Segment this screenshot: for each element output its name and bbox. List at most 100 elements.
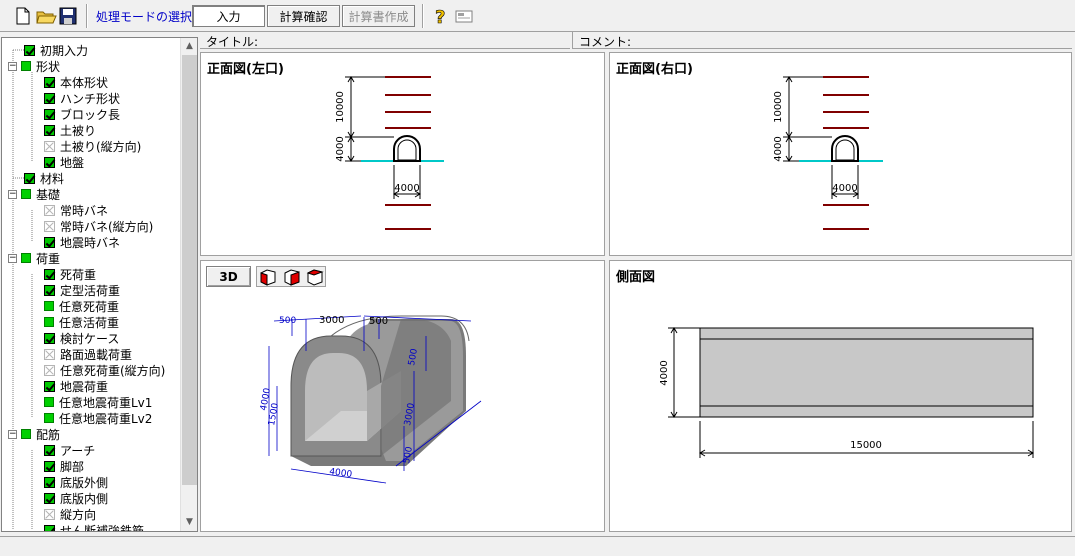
tree-item-label: 縦方向 <box>60 507 97 522</box>
view3d-drawing: 500 3000 500 500 3000 4000 1500 500 4000 <box>259 315 482 484</box>
tree-item-label: 地震時バネ <box>60 235 121 250</box>
tree-item[interactable]: 常時バネ(縦方向) <box>44 218 153 234</box>
dim-3d-7: 500 <box>402 446 415 465</box>
open-folder-icon[interactable] <box>35 5 57 27</box>
collapse-icon[interactable]: − <box>8 252 17 263</box>
checked-icon <box>24 172 35 184</box>
checked-icon <box>44 492 55 504</box>
side-title: 側面図 <box>616 270 656 285</box>
tree-item-label: ハンチ形状 <box>60 91 121 106</box>
tree-item[interactable]: 初期入力 <box>24 42 88 58</box>
tree-item-label: アーチ <box>60 443 96 458</box>
checked-icon <box>44 332 55 344</box>
checked-icon <box>44 380 55 392</box>
tree-item[interactable]: 本体形状 <box>44 74 108 90</box>
help-icon[interactable]: ? <box>430 5 452 29</box>
tree-item-label: 土被り <box>60 123 97 138</box>
tree-item-label: 地盤 <box>60 155 85 170</box>
checked-icon <box>44 92 55 104</box>
disabled-check-icon <box>44 348 55 360</box>
tree-item[interactable]: 底版外側 <box>44 474 108 490</box>
save-icon[interactable] <box>57 5 79 27</box>
tree-item[interactable]: − 基礎 <box>8 186 60 202</box>
tree-item-label: 常時バネ(縦方向) <box>60 219 154 234</box>
scroll-thumb[interactable] <box>182 55 197 485</box>
view-cube-group <box>256 266 326 287</box>
tree-item[interactable]: ハンチ形状 <box>44 90 120 106</box>
separator <box>86 4 88 28</box>
front-right-drawing: 10000 4000 4000 <box>773 76 883 230</box>
scroll-down-icon[interactable]: ▼ <box>186 517 193 527</box>
disabled-check-icon <box>44 364 55 376</box>
tree-item-label: 任意死荷重(縦方向) <box>60 363 166 378</box>
dim-width-body: 4000 <box>832 183 857 194</box>
tree-item[interactable]: 常時バネ <box>44 202 108 218</box>
title-field[interactable]: タイトル: <box>200 31 570 49</box>
title-label: タイトル: <box>206 35 259 49</box>
dim-3d-4: 3000 <box>403 402 417 427</box>
checked-icon <box>44 236 55 248</box>
tree-item[interactable]: 任意死荷重(縦方向) <box>44 362 165 378</box>
view3d-button[interactable]: 3D <box>206 266 251 287</box>
status-square-icon <box>44 413 54 423</box>
tree-item-label: 検討ケース <box>60 331 120 346</box>
front-right-panel: 正面図(右口) 10000 4000 4000 <box>609 52 1072 256</box>
tree-item-label: 基礎 <box>36 187 61 202</box>
tree-item-label: 本体形状 <box>60 75 109 90</box>
tree-item-label: 荷重 <box>36 251 61 266</box>
tree-item[interactable]: 死荷重 <box>44 266 96 282</box>
tree-item[interactable]: 縦方向 <box>44 506 96 522</box>
disabled-check-icon <box>44 220 55 232</box>
tree-scrollbar[interactable]: ▲ ▼ <box>180 38 197 531</box>
mode-calc-check-button[interactable]: 計算確認 <box>267 5 340 27</box>
dim-height-body: 4000 <box>773 136 784 161</box>
tree-item[interactable]: アーチ <box>44 442 95 458</box>
tree-item[interactable]: − 配筋 <box>8 426 60 442</box>
dim-3d-6: 1500 <box>267 402 281 427</box>
tree-item-label: 底版外側 <box>60 475 109 490</box>
tree-item[interactable]: − 形状 <box>8 58 60 74</box>
tree-item[interactable]: 路面過載荷重 <box>44 346 132 362</box>
tree-item[interactable]: 地盤 <box>44 154 84 170</box>
tree-item[interactable]: 地震荷重 <box>44 378 108 394</box>
new-file-icon[interactable] <box>12 5 34 27</box>
tree-item[interactable]: 底版内側 <box>44 490 108 506</box>
status-square-icon <box>44 397 54 407</box>
scroll-up-icon[interactable]: ▲ <box>186 41 193 51</box>
collapse-icon[interactable]: − <box>8 60 17 71</box>
tree-item[interactable]: 任意地震荷重Lv1 <box>44 394 152 410</box>
tree-item[interactable]: 定型活荷重 <box>44 282 120 298</box>
tree-item[interactable]: 脚部 <box>44 458 84 474</box>
tree-item[interactable]: せん断補強鉄筋 <box>44 522 144 531</box>
tree-item[interactable]: 材料 <box>24 170 64 186</box>
tree-item-label: 死荷重 <box>60 267 97 282</box>
tree-item[interactable]: 地震時バネ <box>44 234 120 250</box>
mode-report-button[interactable]: 計算書作成 <box>342 5 415 27</box>
comment-field[interactable]: コメント: <box>572 31 1072 49</box>
tree-item[interactable]: 検討ケース <box>44 330 119 346</box>
tree-item[interactable]: 任意死荷重 <box>44 298 119 314</box>
mode-label: 処理モードの選択 <box>96 10 193 24</box>
tree-item[interactable]: ブロック長 <box>44 106 120 122</box>
tree-item[interactable]: 土被り(縦方向) <box>44 138 141 154</box>
dim-3d-8: 4000 <box>329 467 353 480</box>
front-left-title: 正面図(左口) <box>207 62 284 77</box>
side-panel: 側面図 4000 15000 <box>609 260 1072 532</box>
mode-input-button[interactable]: 入力 <box>192 5 265 27</box>
about-icon[interactable] <box>453 5 475 27</box>
tree-item-label: 形状 <box>36 59 61 74</box>
side-drawing: 4000 15000 <box>659 327 1034 458</box>
collapse-icon[interactable]: − <box>8 188 17 199</box>
tree-item[interactable]: 任意地震荷重Lv2 <box>44 410 152 426</box>
tree-item-label: 配筋 <box>36 427 61 442</box>
front-right-title: 正面図(右口) <box>616 62 693 77</box>
status-square-icon <box>21 253 31 263</box>
tree-item-label: 任意活荷重 <box>59 315 120 330</box>
tree-item[interactable]: − 荷重 <box>8 250 60 266</box>
status-square-icon <box>21 429 31 439</box>
tree-item[interactable]: 土被り <box>44 122 96 138</box>
collapse-icon[interactable]: − <box>8 428 17 439</box>
tree-item[interactable]: 任意活荷重 <box>44 314 119 330</box>
tree-item-label: 任意地震荷重Lv2 <box>59 411 153 426</box>
tree-item-label: 初期入力 <box>40 43 89 58</box>
